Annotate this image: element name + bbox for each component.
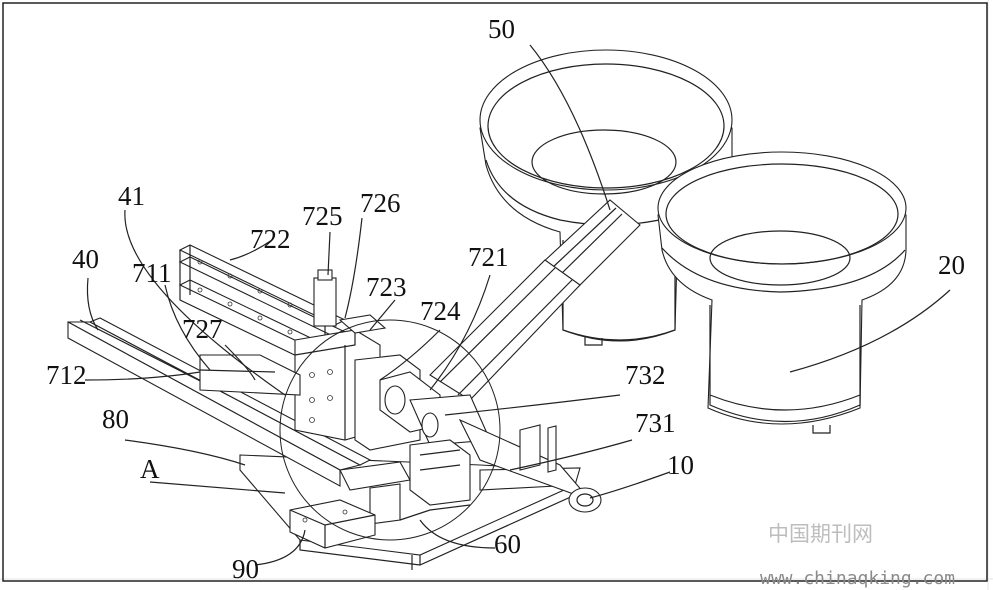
bracket-727: [199, 354, 301, 396]
label-60: 60: [494, 529, 521, 559]
label-a: A: [140, 454, 160, 484]
label-727: 727: [182, 314, 223, 344]
watermark: 中国期刊网 www.chinaqking.com: [760, 522, 955, 589]
detail-circle-a: [279, 319, 501, 541]
label-20: 20: [938, 250, 965, 280]
label-10: 10: [667, 450, 694, 480]
reference-labels: 50 41 725 726 722 721 20 40 711 723 724 …: [46, 14, 965, 584]
watermark-cn: 中国期刊网: [768, 522, 873, 546]
leader-lines: [84, 44, 951, 566]
drawing-frame: [2, 2, 988, 582]
bowl-feeder-20: [657, 151, 907, 434]
label-41: 41: [118, 181, 145, 211]
label-723: 723: [366, 272, 407, 302]
label-50: 50: [488, 14, 515, 44]
label-90: 90: [232, 554, 259, 584]
label-731: 731: [635, 408, 676, 438]
label-711: 711: [132, 258, 172, 288]
watermark-url: www.chinaqking.com: [760, 568, 955, 589]
label-80: 80: [102, 404, 129, 434]
upper-rail-722: [178, 244, 347, 373]
label-712: 712: [46, 360, 87, 390]
label-725: 725: [302, 201, 343, 231]
label-726: 726: [360, 188, 401, 218]
label-40: 40: [72, 244, 99, 274]
label-732: 732: [625, 360, 666, 390]
feed-chute-731: [429, 199, 641, 401]
label-724: 724: [420, 296, 461, 326]
label-722: 722: [250, 224, 291, 254]
label-721: 721: [468, 242, 509, 272]
